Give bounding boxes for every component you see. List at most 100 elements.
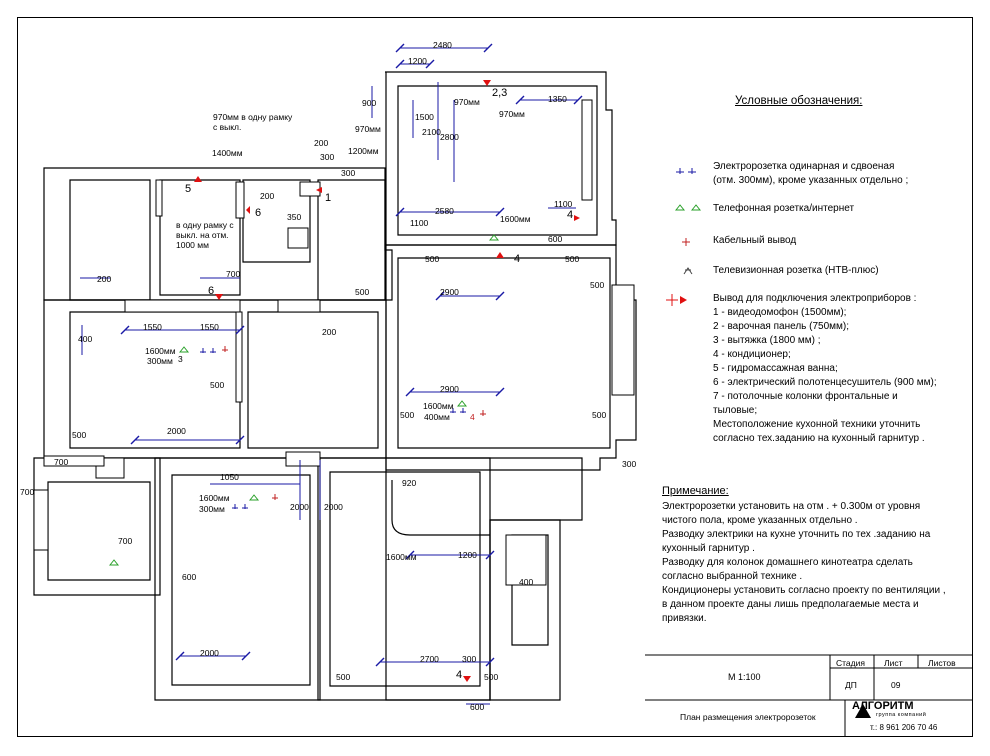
dim-label: 300 [622, 459, 637, 469]
dim-label: 1200 [458, 550, 477, 560]
legend-item-outlet: Вывод для подключения электроприборов : … [713, 293, 937, 444]
dim-label: 1200мм [348, 146, 379, 156]
dim-label: 2480 [433, 40, 452, 50]
dim-label: 200 [322, 327, 337, 337]
dim-label: 2900 [440, 384, 459, 394]
dim-label: 400 [519, 577, 534, 587]
stamp-stage: ДП [845, 680, 857, 690]
dim-label: 1600мм [386, 552, 417, 562]
dim-label: 500 [425, 254, 440, 264]
legend-title: Условные обозначения: [735, 95, 863, 107]
dim-label: 350 [287, 212, 302, 222]
stamp-title: План размещения электророзеток [680, 712, 816, 722]
dim-label: 1550 [200, 322, 219, 332]
outlet-marker-label: 6 [255, 207, 262, 219]
dim-label: 500 [355, 287, 370, 297]
plan-note: с выкл. [213, 122, 242, 132]
outlet-marker-label: 2,3 [492, 87, 508, 99]
legend-item-socket: Электророзетка одинарная и сдвоеная (отм… [713, 161, 909, 186]
dim-label: 200 [260, 191, 275, 201]
outlet-marker-label: 3 [178, 354, 183, 364]
dim-label: 600 [548, 234, 563, 244]
dim-label: 700 [54, 457, 69, 467]
stamp-sheets-label: Листов [928, 658, 956, 668]
outlet-marker-label: 4 [567, 209, 574, 221]
stamp-sheet-label: Лист [884, 658, 903, 668]
dim-label: 500 [592, 410, 607, 420]
dim-label: 400мм [424, 412, 450, 422]
dim-label: 1550 [143, 322, 162, 332]
dim-label: 1600мм [500, 214, 531, 224]
dimension-lines [80, 47, 578, 705]
dim-label: 300мм [199, 504, 225, 514]
company-phone: т.: 8 961 206 70 46 [870, 723, 938, 732]
dim-label: 1500 [415, 112, 434, 122]
notes-body: Электророзетки установить на отм . + 0.3… [662, 501, 946, 624]
dim-label: 500 [400, 410, 415, 420]
dim-label: 1050 [220, 472, 239, 482]
walls [33, 71, 637, 701]
dim-label: 500 [590, 280, 605, 290]
plan-note: выкл. на отм. [176, 230, 229, 240]
dim-label: 900 [362, 98, 377, 108]
dim-label: 600 [182, 572, 197, 582]
dim-label: 300 [320, 152, 335, 162]
dim-label: 920 [402, 478, 417, 488]
stamp-scale: М 1:100 [728, 672, 761, 682]
dim-label: 700 [118, 536, 133, 546]
dim-label: 700 [226, 269, 241, 279]
dim-label: 2000 [324, 502, 343, 512]
dim-label: 2000 [290, 502, 309, 512]
dim-label: 500 [210, 380, 225, 390]
dim-label: 1350 [548, 94, 567, 104]
wall-segments [33, 99, 635, 586]
legend-item-cable: Кабельный вывод [713, 235, 797, 246]
notes-title: Примечание: [662, 485, 729, 497]
cable-symbols [222, 238, 690, 500]
dim-label: 1600мм [199, 493, 230, 503]
dim-label: 1200 [408, 56, 427, 66]
tv-symbols [683, 267, 693, 275]
dim-label: 2580 [435, 206, 454, 216]
dim-label: 200 [97, 274, 112, 284]
dim-label: 500 [565, 254, 580, 264]
dim-label: 500 [72, 430, 87, 440]
dim-label: 970мм [499, 109, 525, 119]
outlet-marker-label: 4 [456, 669, 463, 681]
outlet-marker-label: 5 [185, 183, 192, 195]
outlet-marker-label: 4 [470, 412, 475, 422]
stamp-stage-label: Стадия [836, 658, 865, 668]
dim-label: 400 [78, 334, 93, 344]
stamp-grid [645, 654, 973, 737]
dim-label: 2100 [422, 127, 441, 137]
dim-label: 500 [336, 672, 351, 682]
dim-label: 300мм [147, 356, 173, 366]
dim-label: 1100 [554, 199, 573, 209]
dim-label: 1600мм [423, 401, 454, 411]
outlet-markers [194, 80, 687, 682]
outlet-marker-label: 6 [208, 285, 215, 297]
plan-note: 970мм в одну рамку [213, 112, 293, 122]
dim-label: 970мм [355, 124, 381, 134]
dim-label: 970мм [454, 97, 480, 107]
outlet-cross [666, 294, 678, 306]
socket-symbols [200, 168, 696, 509]
outlet-marker-label: 4 [514, 253, 521, 265]
dim-label: 700 [20, 487, 35, 497]
stamp-sheet: 09 [891, 680, 901, 690]
dim-label: 2900 [440, 287, 459, 297]
legend-item-phone: Телефонная розетка/интернет [713, 203, 855, 214]
company-sub: группа компаний [876, 712, 927, 718]
dim-label: 300 [341, 168, 356, 178]
company-logo-icon [855, 704, 871, 718]
dim-label: 1100 [410, 218, 429, 228]
dim-label: 300 [462, 654, 477, 664]
dim-label: 600 [470, 702, 485, 712]
legend-item-tv: Телевизионная розетка (НТВ-плюс) [713, 265, 879, 276]
dim-label: 2700 [420, 654, 439, 664]
outlet-marker-label: 1 [325, 192, 332, 204]
plan-note: 1000 мм [176, 240, 209, 250]
phone-symbols [108, 204, 702, 566]
